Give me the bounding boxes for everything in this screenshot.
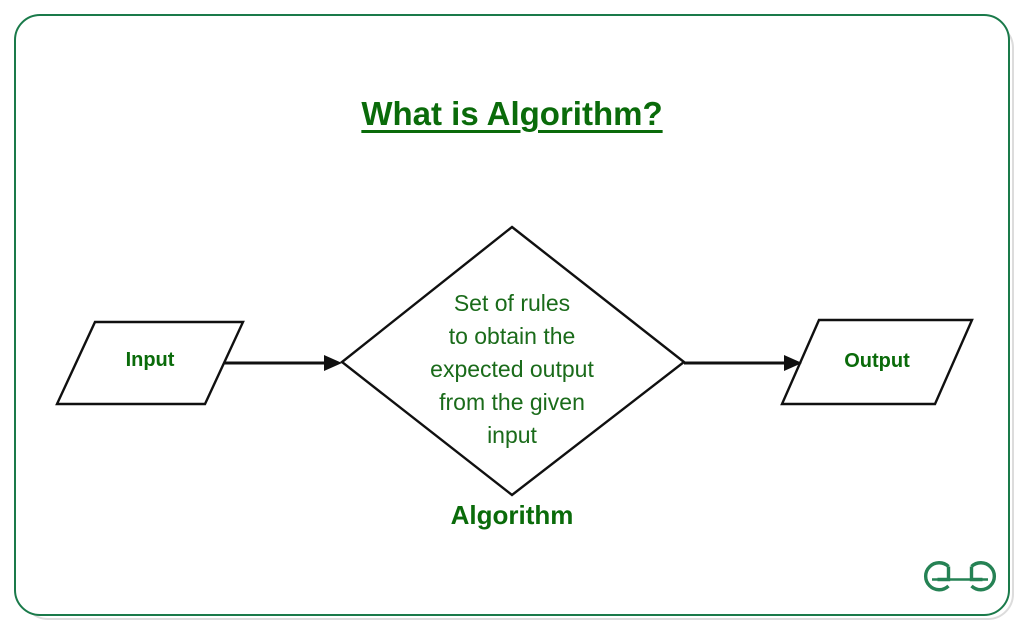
geeksforgeeks-logo: [918, 549, 1002, 605]
algorithm-body-line-2: to obtain the: [448, 323, 576, 349]
algorithm-body-line-4: from the given: [439, 389, 585, 415]
node-input-label: Input: [125, 349, 175, 371]
algorithm-body-line-1: Set of rules: [453, 290, 571, 316]
algorithm-body-line-3: expected output: [430, 356, 594, 382]
card-border: [14, 14, 1010, 616]
node-output-label: Output: [844, 350, 910, 372]
edge-algorithm-to-output-arrowhead: [784, 355, 802, 371]
node-output-shape[interactable]: [780, 318, 974, 406]
node-input-shape[interactable]: [55, 320, 245, 406]
page-title: What is Algorithm?: [0, 94, 1024, 134]
geeksforgeeks-logo-icon: [924, 561, 996, 592]
node-algorithm-body: Set of rules to obtain the expected outp…: [397, 287, 627, 452]
edge-input-to-algorithm-arrowhead: [324, 355, 342, 371]
node-algorithm-shape[interactable]: [340, 225, 686, 497]
algorithm-body-line-5: input: [487, 422, 537, 448]
node-algorithm-label: Algorithm: [450, 500, 574, 530]
page-title-text: What is Algorithm?: [361, 95, 663, 132]
